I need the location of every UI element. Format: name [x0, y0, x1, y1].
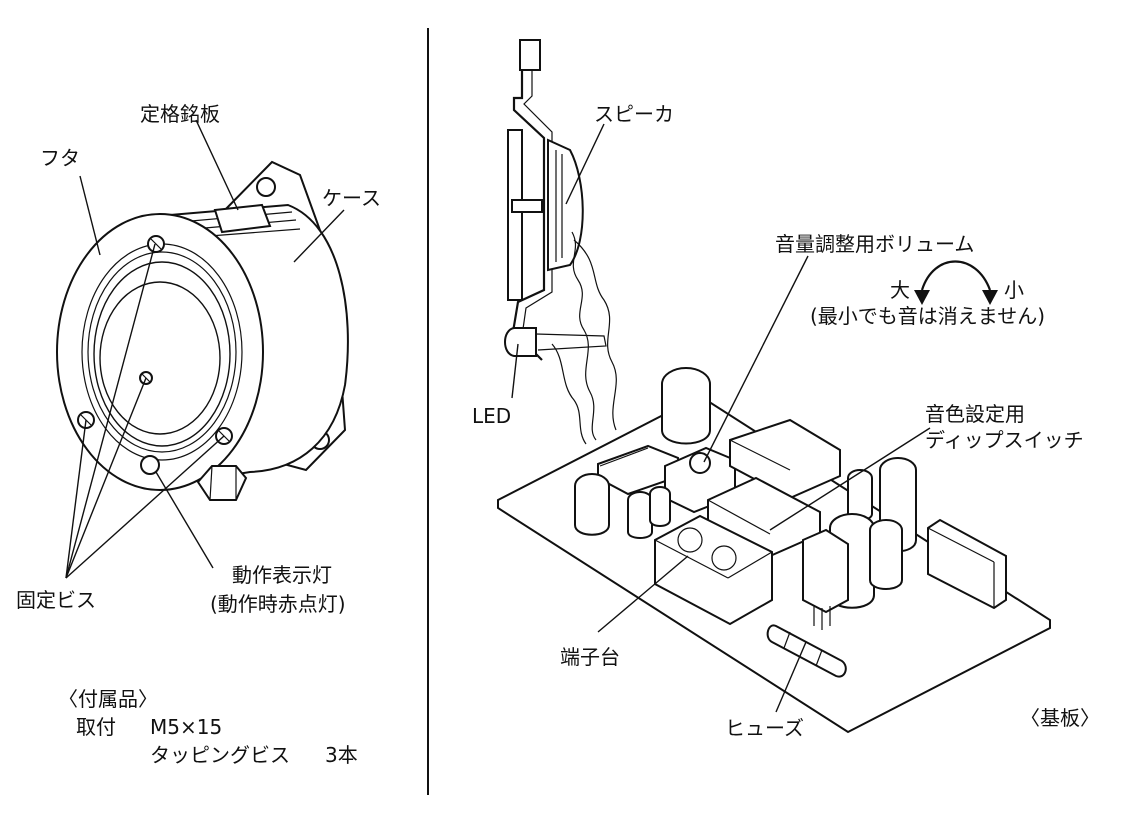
- speaker-bracket-cap: [519, 39, 541, 71]
- accessories-spec: M5×15: [150, 715, 223, 739]
- led-wire: [551, 343, 587, 445]
- accessories-title: 〈付属品〉: [58, 687, 158, 711]
- label-indicator-note: (動作時赤点灯): [210, 592, 346, 616]
- lid-ring-inner: [93, 261, 231, 447]
- label-volume-knob: 音量調整用ボリューム: [775, 232, 975, 256]
- label-terminal-block: 端子台: [560, 645, 620, 669]
- label-indicator-lamp: 動作表示灯: [232, 563, 332, 587]
- led-lead: [535, 333, 607, 351]
- speaker-wire-1: [571, 231, 597, 441]
- speaker-mount-stub: [511, 199, 543, 213]
- accessories-item: タッピングビス: [150, 743, 290, 767]
- label-board-caption: 〈基板〉: [1020, 706, 1100, 730]
- pcb-assembly: [497, 39, 1051, 734]
- speaker-plate: [507, 129, 523, 301]
- speaker-cone: [547, 138, 584, 272]
- label-dip-switch-2: ディップスイッチ: [925, 428, 1084, 452]
- label-speaker: スピーカ: [594, 102, 674, 126]
- lid-center-face: [99, 281, 221, 435]
- label-led: LED: [472, 404, 512, 428]
- regulator: [802, 528, 849, 614]
- speaker-wire-2: [573, 239, 617, 431]
- connector-block: [927, 518, 1007, 610]
- accessories-mount-label: 取付: [76, 715, 116, 739]
- volume-trimmer-dial: [689, 452, 711, 474]
- volume-arrow-icon: [920, 260, 992, 291]
- accessories-quantity: 3本: [325, 743, 358, 767]
- volume-arrow-right-head: [982, 290, 998, 305]
- horn-unit: [56, 119, 349, 579]
- volume-arrow-left-head: [914, 290, 930, 305]
- label-volume-small: 小: [1004, 278, 1024, 302]
- label-lid: フタ: [40, 146, 80, 170]
- label-fixing-screw: 固定ビス: [16, 588, 96, 612]
- led-icon: [504, 327, 537, 357]
- label-dip-switch-1: 音色設定用: [925, 402, 1025, 426]
- lid-ring-mid: [87, 251, 237, 453]
- label-rating-plate: 定格銘板: [140, 102, 220, 126]
- rating-plate: [213, 203, 272, 234]
- label-fuse: ヒューズ: [725, 716, 804, 740]
- label-case: ケース: [322, 186, 381, 210]
- speaker-bracket-edge: [521, 42, 553, 337]
- label-volume-note: (最小でも音は消えません): [810, 304, 1046, 328]
- bracket-hole-top: [256, 177, 276, 197]
- indicator-lamp-icon: [140, 455, 160, 475]
- label-volume-large: 大: [890, 278, 910, 302]
